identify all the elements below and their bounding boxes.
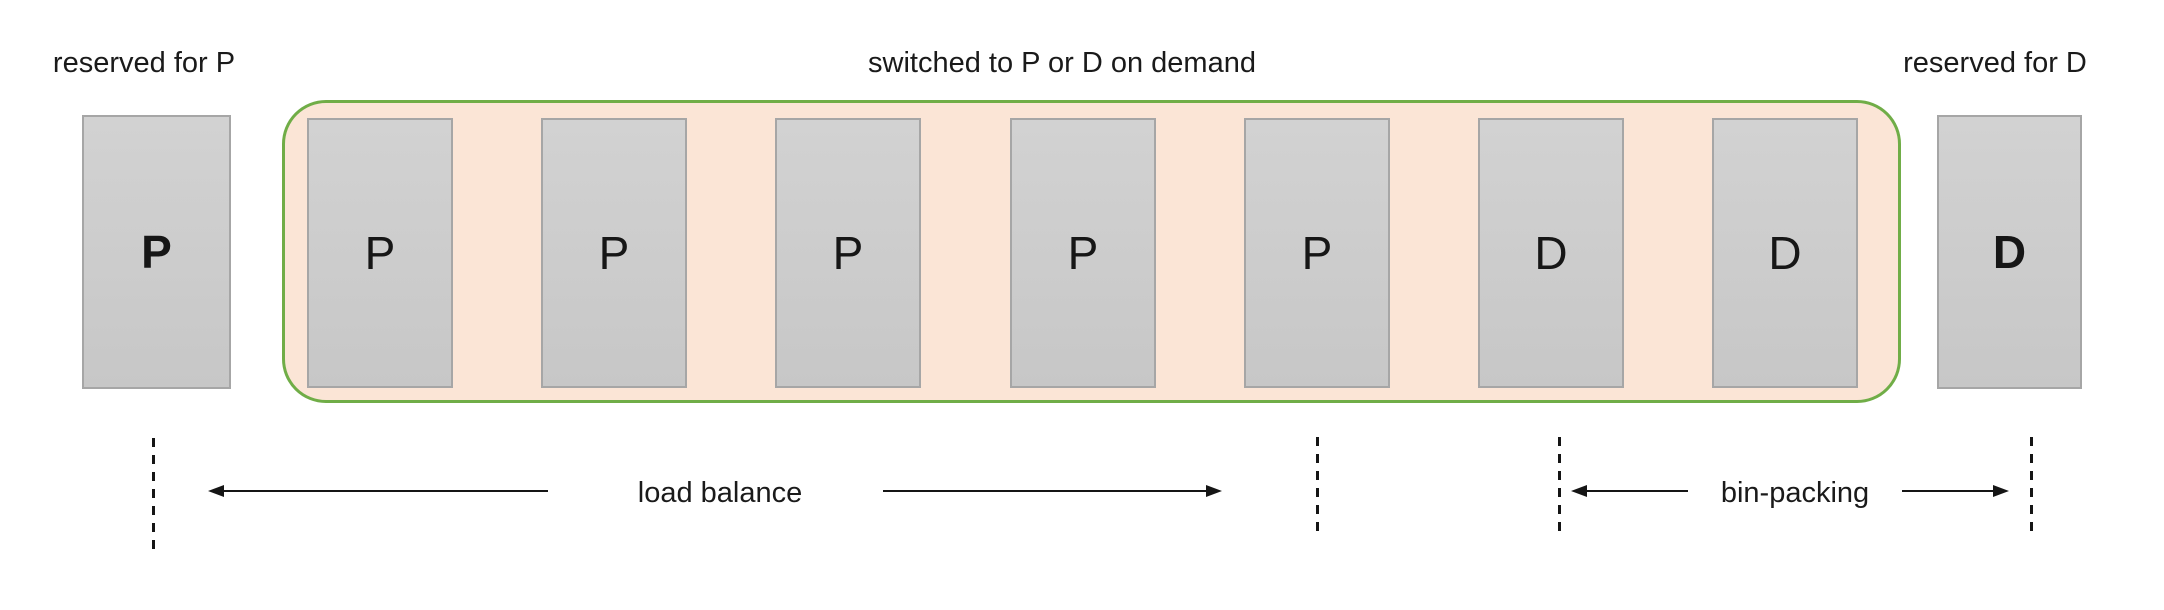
arrow-shaft: [1902, 490, 1996, 492]
reserved-p-node-label: P: [141, 226, 172, 278]
reserved-p-node: P: [82, 115, 231, 389]
reserved-d-node-label: D: [1992, 226, 2027, 278]
pool-node-2-label: P: [598, 227, 630, 279]
load-balance-label: load balance: [637, 477, 803, 509]
arrow-shaft: [1584, 490, 1688, 492]
arrowhead-right-icon: [1206, 485, 1222, 497]
arrowhead-left-icon: [208, 485, 224, 497]
bin-packing-left-arrow-icon: [1571, 485, 1688, 497]
pool-node-4: P: [1010, 118, 1156, 388]
pool-node-6-label: D: [1534, 227, 1568, 279]
bin-packing-label: bin-packing: [1720, 477, 1870, 509]
bin-packing-right-arrow-icon: [1902, 485, 2009, 497]
boundary-dashed-line-reserved-d: [2030, 437, 2033, 535]
pool-annotation-label: switched to P or D on demand: [868, 47, 1256, 79]
boundary-dashed-line-reserved-p: [152, 438, 155, 552]
arrow-shaft: [221, 490, 548, 492]
arrow-shaft: [883, 490, 1209, 492]
reserved-d-node: D: [1937, 115, 2082, 389]
boundary-dashed-line-d-region: [1558, 437, 1561, 538]
load-balance-right-arrow-icon: [883, 485, 1222, 497]
boundary-dashed-line-p-region: [1316, 437, 1319, 538]
pool-node-5: P: [1244, 118, 1390, 388]
reserved-for-d-label: reserved for D: [1903, 47, 2087, 79]
pool-node-2: P: [541, 118, 687, 388]
pool-node-1-label: P: [364, 227, 396, 279]
load-balance-left-arrow-icon: [208, 485, 548, 497]
pool-node-4-label: P: [1067, 227, 1099, 279]
arrowhead-left-icon: [1571, 485, 1587, 497]
reserved-for-p-label: reserved for P: [52, 47, 236, 79]
pool-node-3: P: [775, 118, 921, 388]
pool-node-7-label: D: [1768, 227, 1802, 279]
arrowhead-right-icon: [1993, 485, 2009, 497]
pool-node-3-label: P: [832, 227, 864, 279]
pool-node-6: D: [1478, 118, 1624, 388]
pool-node-7: D: [1712, 118, 1858, 388]
pool-node-1: P: [307, 118, 453, 388]
pool-node-5-label: P: [1301, 227, 1333, 279]
